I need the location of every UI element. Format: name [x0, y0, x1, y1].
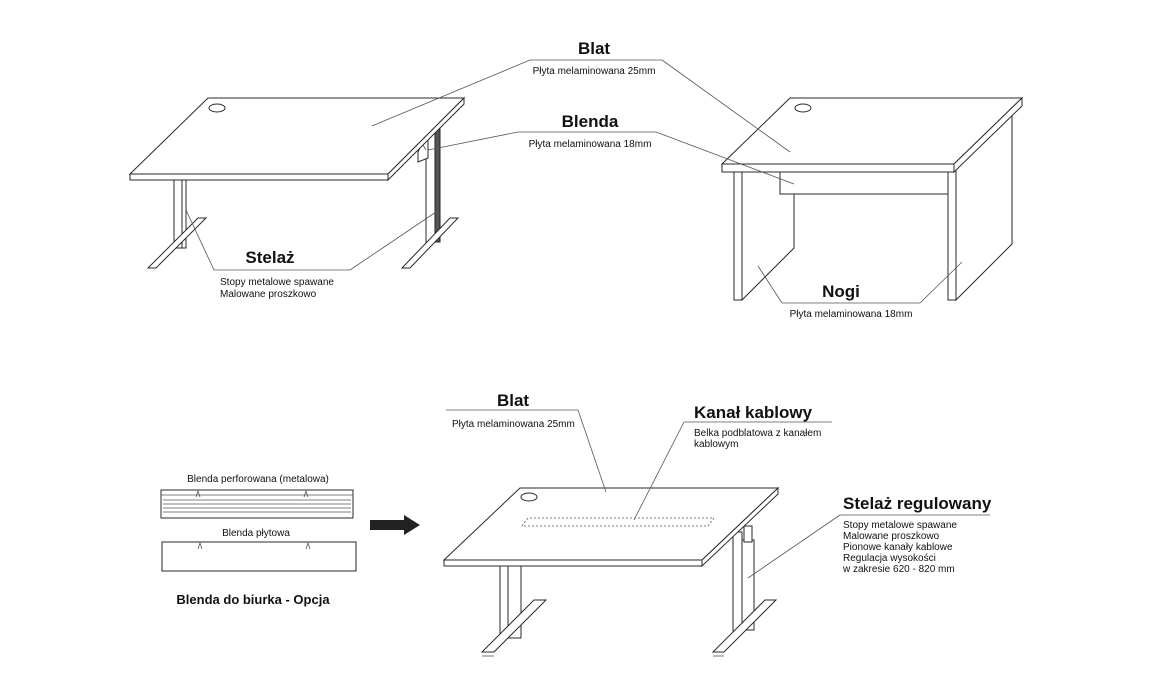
stelaz-regulowany-title: Stelaż regulowany — [843, 494, 992, 513]
stelaz-regulowany-line-2: Malowane proszkowo — [843, 531, 940, 542]
blat-title: Blat — [578, 39, 610, 58]
blat-bottom-desc: Płyta melaminowana 25mm — [452, 419, 575, 430]
desk-metal-frame — [128, 96, 466, 269]
blenda-option-caption: Blenda do biurka - Opcja — [176, 592, 330, 607]
kanal-kablowy-title: Kanał kablowy — [694, 403, 813, 422]
stelaz-desc-2: Malowane proszkowo — [220, 289, 317, 300]
bottom-leader-lines — [446, 409, 990, 579]
nogi-desc: Płyta melaminowana 18mm — [790, 309, 913, 320]
stelaz-regulowany-line-4: Regulacja wysokości — [843, 553, 936, 564]
kanal-kablowy-desc-1: Belka podblatowa z kanałem — [694, 428, 821, 439]
desk-panel-legs — [720, 96, 1024, 302]
kanal-kablowy-desc-2: kablowym — [694, 439, 738, 450]
blenda-desc: Płyta melaminowana 18mm — [529, 139, 652, 150]
stelaz-title: Stelaż — [245, 248, 294, 267]
stelaz-regulowany-line-3: Pionowe kanały kablowe — [843, 542, 953, 553]
stelaz-regulowany-line-5: w zakresie 620 - 820 mm — [842, 564, 955, 575]
blat-desc: Płyta melaminowana 25mm — [533, 66, 656, 77]
blenda-plytowa-label: Blenda płytowa — [222, 528, 290, 539]
stelaz-desc-1: Stopy metalowe spawane — [220, 277, 334, 288]
nogi-title: Nogi — [822, 282, 860, 301]
blenda-title: Blenda — [562, 112, 619, 131]
stelaz-regulowany-line-1: Stopy metalowe spawane — [843, 520, 957, 531]
modesty-panel-options — [160, 489, 420, 572]
top-leader-lines — [185, 59, 963, 304]
desk-adjustable — [442, 486, 780, 657]
blenda-perforowana-label: Blenda perforowana (metalowa) — [187, 474, 329, 485]
blat-bottom-title: Blat — [497, 391, 529, 410]
